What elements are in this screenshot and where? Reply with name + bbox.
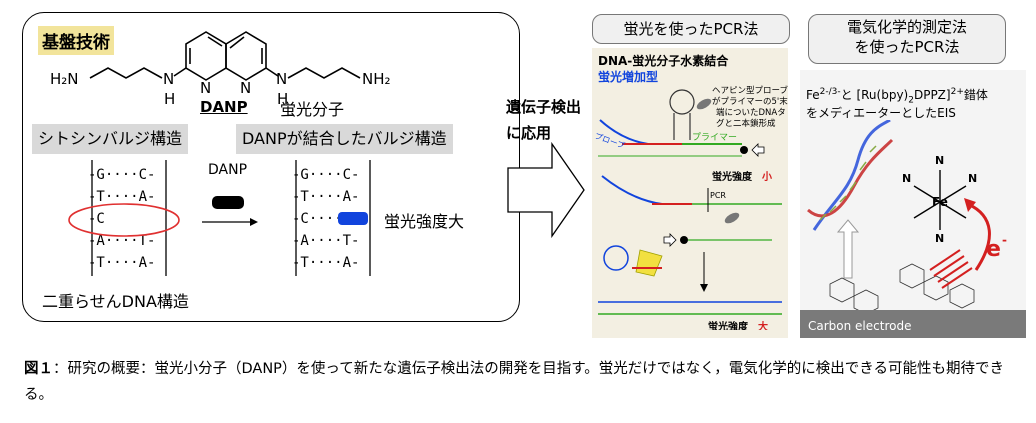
- strong-fluorescence-label: 蛍光強度大: [384, 212, 465, 231]
- caption-text: ：研究の概要：蛍光小分子（DANP）を使って新たな遺伝子検出法の開発を目指す。蛍…: [24, 361, 1005, 403]
- probe-desc-1: ヘアピン型プローブ: [712, 86, 788, 96]
- danp-structure: H₂N N H N N N H NH₂: [50, 31, 391, 108]
- bound-danp-blue: [338, 212, 368, 225]
- small-fluor-prefix: 蛍光強度: [712, 170, 753, 183]
- nh-left-h: H: [164, 90, 175, 108]
- dna-right-row-2: -T····A-: [292, 189, 360, 205]
- probe-desc-2: がプライマーの5'末: [712, 97, 788, 107]
- electrode-label: Carbon electrode: [808, 319, 911, 333]
- dna-right-row-4: -A····T-: [292, 233, 360, 249]
- figure-caption: 図１：研究の概要：蛍光小分子（DANP）を使って新たな遺伝子検出法の開発を目指す…: [24, 356, 1024, 408]
- reaction-arrow: [202, 218, 258, 226]
- dna-left-row-1: -G····C-: [88, 167, 156, 183]
- dna-left-row-2: -T····A-: [88, 189, 156, 205]
- small-fluor-suffix: 小: [761, 170, 772, 183]
- basic-tech-tag: 基盤技術: [38, 26, 114, 55]
- ring-n1: N: [200, 79, 211, 97]
- nh-left-n: N: [163, 70, 174, 88]
- echem-desc-line-2: をメディエーターとしたEIS: [806, 106, 956, 120]
- dna-right-row-3: -C····: [292, 211, 343, 227]
- danp-label: DANP: [200, 98, 248, 116]
- dna-left-row-5: -T····A-: [88, 255, 156, 271]
- ring-n2: N: [240, 79, 251, 97]
- pcr-label: PCR: [710, 191, 726, 200]
- probe-desc-3: 端についたDNAタ: [716, 108, 786, 118]
- dna-right-strands: [295, 160, 371, 276]
- danp-black-pill: [212, 196, 244, 209]
- dna-right-row-1: -G····C-: [292, 167, 360, 183]
- fluor-subheading: 蛍光増加型: [598, 70, 659, 84]
- dna-right-row-5: -T····A-: [292, 255, 360, 271]
- probe-label: プローブ: [593, 130, 626, 150]
- large-fluor-prefix: 蛍光強度: [708, 320, 749, 330]
- bulge-highlight-ellipse: [68, 203, 180, 237]
- fluor-heading: DNA-蛍光分子水素結合: [598, 54, 729, 68]
- echem-desc-line-1: Fe2-/3-と [Ru(bpy)2DPPZ]2+錯体: [806, 87, 988, 106]
- fluor-pcr-title: 蛍光を使ったPCR法: [592, 14, 790, 44]
- fe-label: Fe: [932, 195, 948, 209]
- h2n-label: H₂N: [50, 70, 79, 88]
- echem-pcr-title: 電気化学的測定法 を使ったPCR法: [808, 14, 1006, 64]
- echem-schematic: Fe N N N N e - Carbon electrode: [800, 120, 1026, 338]
- fluor-pcr-schematic: プローブ プライマー 蛍光強度 小 PCR 蛍光強度 大: [593, 89, 782, 330]
- big-apply-arrow: [507, 141, 585, 239]
- echem-pcr-figure: [800, 70, 1026, 338]
- arrow-danp-label: DANP: [208, 162, 248, 178]
- cn-right-n: N: [968, 172, 977, 185]
- cytosine-bulge-label: シトシンバルジ構造: [32, 124, 189, 154]
- cn-bottom-n: N: [935, 232, 944, 245]
- probe-desc-4: グと二本鎖形成: [716, 119, 776, 129]
- fluor-molecule-label: 蛍光分子: [280, 100, 345, 119]
- nh-right-n: N: [276, 70, 287, 88]
- electron-minus: -: [1002, 233, 1007, 247]
- dna-left-strands: [91, 160, 167, 276]
- caption-label: 図１: [24, 361, 53, 377]
- electron-label: e: [986, 237, 1001, 262]
- basic-tech-panel: [22, 12, 520, 322]
- apply-line-2: に応用: [506, 124, 552, 142]
- cn-top-n: N: [935, 154, 944, 167]
- primer-label: プライマー: [692, 132, 737, 143]
- dna-left-row-4: -A····T-: [88, 233, 156, 249]
- cn-left-n: N: [902, 172, 911, 185]
- nh2-label: NH₂: [362, 70, 391, 88]
- fluor-pcr-figure: [592, 48, 788, 338]
- dsdna-label: 二重らせんDNA構造: [42, 292, 189, 311]
- echem-title-line-2: を使ったPCR法: [854, 38, 960, 56]
- large-fluor-suffix: 大: [758, 320, 768, 330]
- nh-right-h: H: [277, 90, 288, 108]
- apply-line-1: 遺伝子検出: [506, 98, 582, 116]
- danp-bulge-label: DANPが結合したバルジ構造: [236, 124, 453, 154]
- dna-left-row-3: -C: [88, 211, 105, 227]
- echem-title-line-1: 電気化学的測定法: [846, 18, 967, 36]
